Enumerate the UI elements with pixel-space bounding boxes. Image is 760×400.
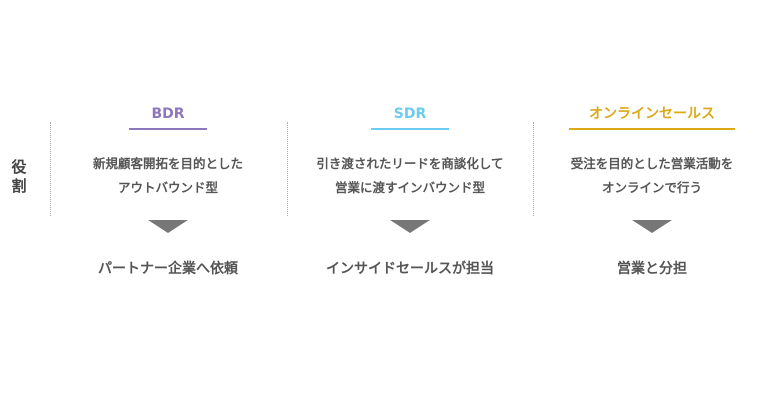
column-sdr: SDR 引き渡されたリードを商談化して 営業に渡すインバウンド型 インサイドセー… [295, 104, 525, 278]
title-underline [569, 128, 735, 130]
title-underline [129, 128, 207, 130]
column-title: SDR [393, 106, 427, 122]
description-line: アウトバウンド型 [117, 180, 218, 195]
divider [533, 122, 534, 216]
column-description: 新規顧客開拓を目的とした アウトバウンド型 [53, 152, 283, 200]
description-line: 営業に渡すインバウンド型 [334, 180, 485, 195]
column-description: 引き渡されたリードを商談化して 営業に渡すインバウンド型 [295, 152, 525, 200]
column-result: 営業と分担 [617, 261, 687, 277]
down-triangle-icon [632, 220, 672, 233]
description-line: オンラインで行う [601, 180, 702, 195]
down-triangle-icon [148, 220, 188, 233]
description-line: 受注を目的とした営業活動を [570, 156, 734, 171]
column-title: BDR [151, 106, 185, 122]
column-description: 受注を目的とした営業活動を オンラインで行う [537, 152, 760, 200]
column-bdr: BDR 新規顧客開拓を目的とした アウトバウンド型 パートナー企業へ依頼 [53, 104, 283, 278]
title-underline [371, 128, 449, 130]
column-result: パートナー企業へ依頼 [98, 261, 238, 277]
column-result: インサイドセールスが担当 [326, 261, 494, 277]
divider [287, 122, 288, 216]
column-online-sales: オンラインセールス 受注を目的とした営業活動を オンラインで行う 営業と分担 [537, 104, 760, 278]
column-title: オンラインセールス [589, 106, 715, 122]
divider [50, 122, 51, 216]
description-line: 引き渡されたリードを商談化して [316, 156, 504, 171]
role-label: 役割 [11, 158, 27, 195]
description-line: 新規顧客開拓を目的とした [92, 156, 243, 171]
down-triangle-icon [390, 220, 430, 233]
